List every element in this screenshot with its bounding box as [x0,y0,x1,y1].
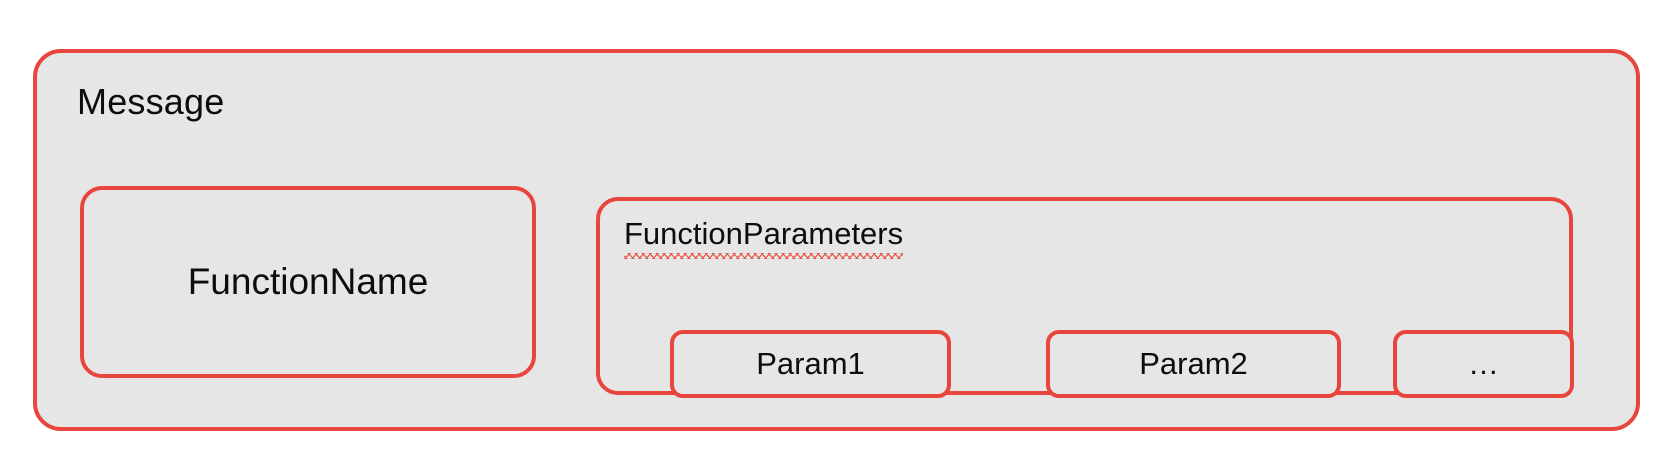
function-name-label: FunctionName [187,261,429,302]
parameter-chip-param2[interactable]: Param2 [1046,330,1341,398]
parameter-chip-label: … [1468,346,1499,381]
message-container[interactable]: Message FunctionName FunctionParameters … [33,49,1640,431]
parameter-chip-param1[interactable]: Param1 [670,330,951,398]
function-parameters-title: FunctionParameters [624,215,904,259]
parameter-chip-label: Param2 [1139,346,1248,381]
message-title: Message [77,81,225,122]
function-parameters-label: FunctionParameters [624,215,904,259]
function-parameters-box[interactable]: FunctionParameters Param1 Param2 … [596,197,1574,398]
parameter-chip-row: Param1 Param2 … [600,201,1574,398]
parameter-chip-ellipsis[interactable]: … [1393,330,1574,398]
function-name-box[interactable]: FunctionName [80,186,536,378]
parameter-chip-label: Param1 [756,346,865,381]
